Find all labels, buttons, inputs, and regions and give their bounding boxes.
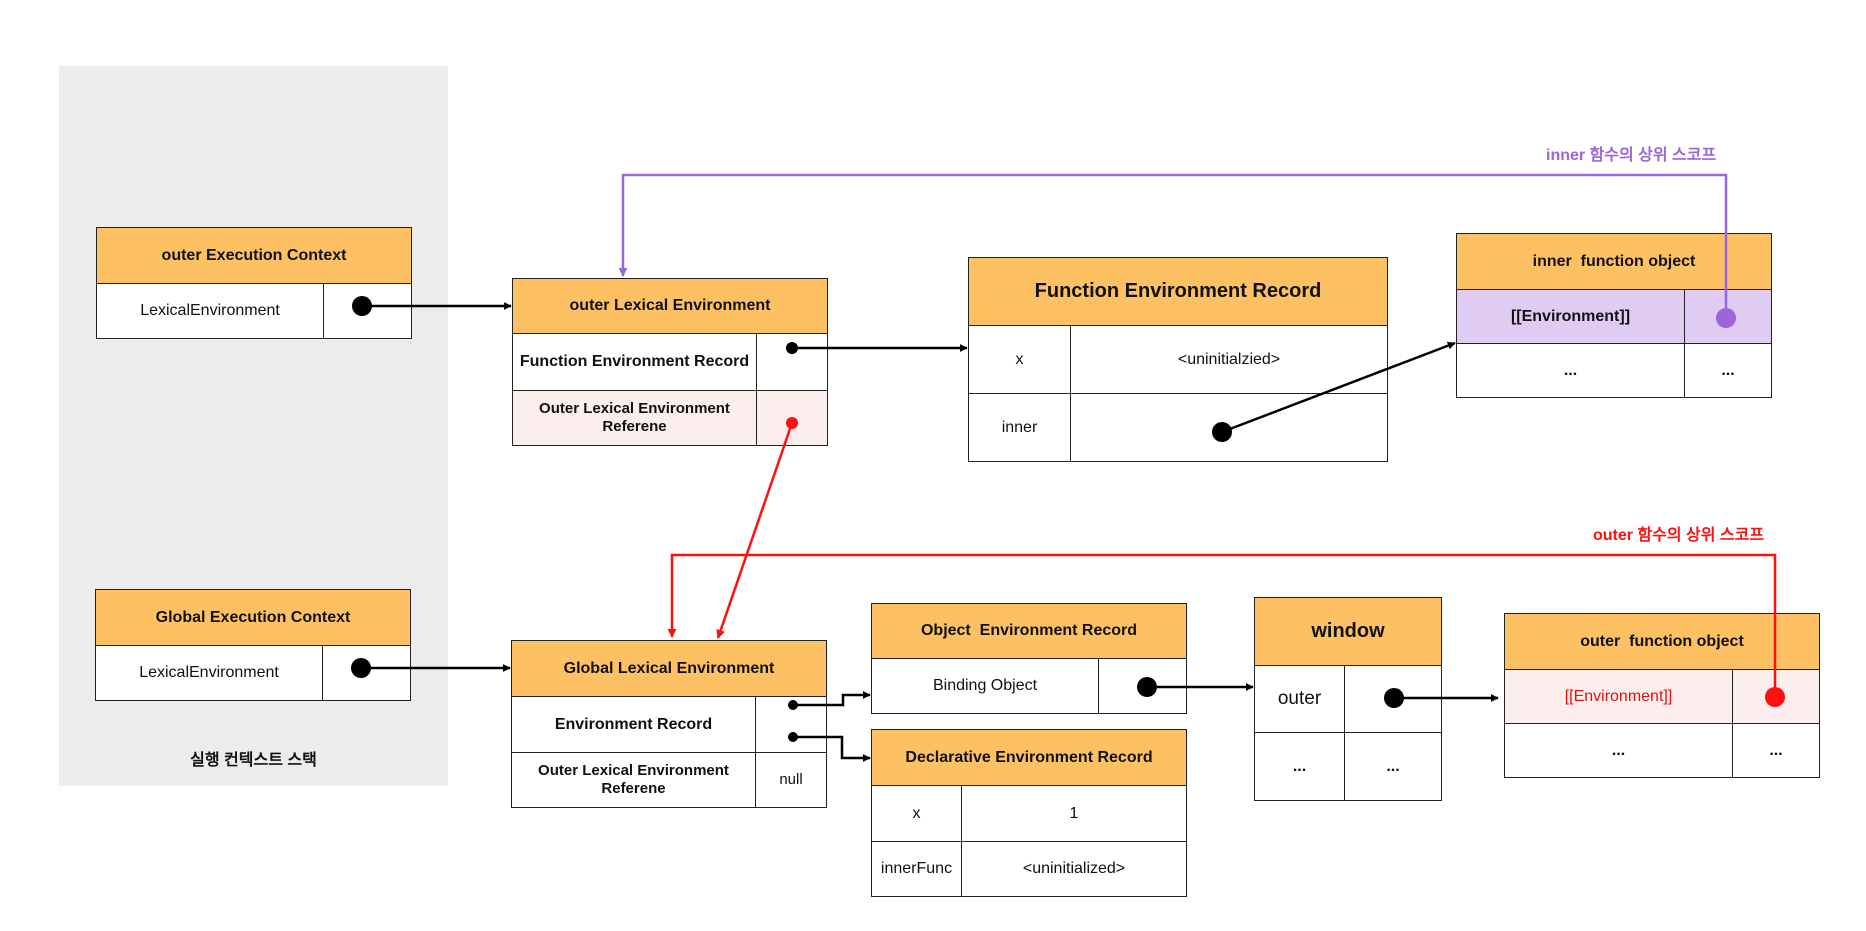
fer-inner-name: inner <box>969 393 1070 461</box>
window-outer-name: outer <box>1277 687 1322 709</box>
fer-title: Function Environment Record <box>969 258 1387 326</box>
outer-le-record-label: Function Environment Record <box>519 353 750 371</box>
der-innerfunc-name: innerFunc <box>872 841 961 896</box>
oer-title: Object Environment Record <box>872 604 1186 659</box>
stack-label: 실행 컨텍스트 스택 <box>190 752 317 769</box>
inner-fo-title: inner function object <box>1457 234 1771 290</box>
global-lexical-environment: Global Lexical Environment Environment R… <box>511 640 827 808</box>
global-le-record-label: Environment Record <box>554 715 713 733</box>
window-outer-pointer-cell <box>1344 666 1441 732</box>
outer-execution-context: outer Execution Context LexicalEnvironme… <box>96 227 412 339</box>
inner-fo-rest-value: ... <box>1684 343 1771 397</box>
outer-fo-title: outer function object <box>1505 614 1819 670</box>
fer-x-value: <uninitialzied> <box>1070 326 1387 393</box>
outer-scope-arrow <box>667 553 1777 697</box>
outer-fo-rest-value: ... <box>1732 723 1819 777</box>
outer-ec-title: outer Execution Context <box>97 228 411 284</box>
outer-le-record-pointer-cell <box>756 334 827 390</box>
der-title: Declarative Environment Record <box>872 730 1186 786</box>
global-ec-lexical-env-label: LexicalEnvironment <box>139 664 279 682</box>
der-x-name: x <box>912 804 921 822</box>
fer-inner-value <box>1070 393 1387 461</box>
window-rest-name: ... <box>1255 732 1344 800</box>
outer-fo-environment-label: [[Environment]] <box>1505 670 1732 723</box>
global-ec-pointer-cell <box>322 646 410 700</box>
global-le-outer-ref-null: null <box>755 752 826 807</box>
global-ec-title: Global Execution Context <box>96 590 410 646</box>
object-environment-record: Object Environment Record Binding Object <box>871 603 1187 714</box>
declarative-environment-record: Declarative Environment Record x 1 inner… <box>871 729 1187 897</box>
global-execution-context: Global Execution Context LexicalEnvironm… <box>95 589 411 701</box>
window-rest-value: ... <box>1344 732 1441 800</box>
outer-le-outer-ref-label: Outer Lexical Environment Referene <box>513 390 756 445</box>
inner-fo-environment-label: [[Environment]] <box>1457 290 1684 343</box>
der-x-value: 1 <box>961 786 1186 841</box>
fer-inner-to-inner-fo-arrow <box>1221 341 1456 434</box>
oer-binding-object-label: Binding Object <box>932 677 1038 695</box>
window-title: window <box>1255 598 1441 666</box>
inner-scope-label: inner 함수의 상위 스코프 <box>1546 147 1717 164</box>
outer-ec-lexical-env-label: LexicalEnvironment <box>140 302 280 320</box>
global-le-outer-ref-label: Outer Lexical Environment Referene <box>512 752 755 807</box>
fer-x-name: x <box>1015 350 1024 368</box>
function-environment-record: Function Environment Record x <uninitial… <box>968 257 1388 462</box>
outer-fo-rest-name: ... <box>1505 723 1732 777</box>
global-le-to-oer-arrow <box>793 691 871 707</box>
global-le-title: Global Lexical Environment <box>512 641 826 697</box>
der-innerfunc-value: <uninitialized> <box>961 841 1186 896</box>
inner-fo-rest-name: ... <box>1457 343 1684 397</box>
inner-scope-arrow <box>618 173 1728 318</box>
global-le-to-der-arrow <box>793 735 871 762</box>
oer-binding-pointer-cell <box>1098 659 1186 713</box>
outer-scope-label: outer 함수의 상위 스코프 <box>1593 527 1765 544</box>
outer-le-title: outer Lexical Environment <box>513 279 827 334</box>
global-le-record-pointer-cell <box>755 697 826 752</box>
outer-ec-pointer-cell <box>323 284 411 338</box>
outer-le-outer-ref-arrow <box>716 422 794 639</box>
